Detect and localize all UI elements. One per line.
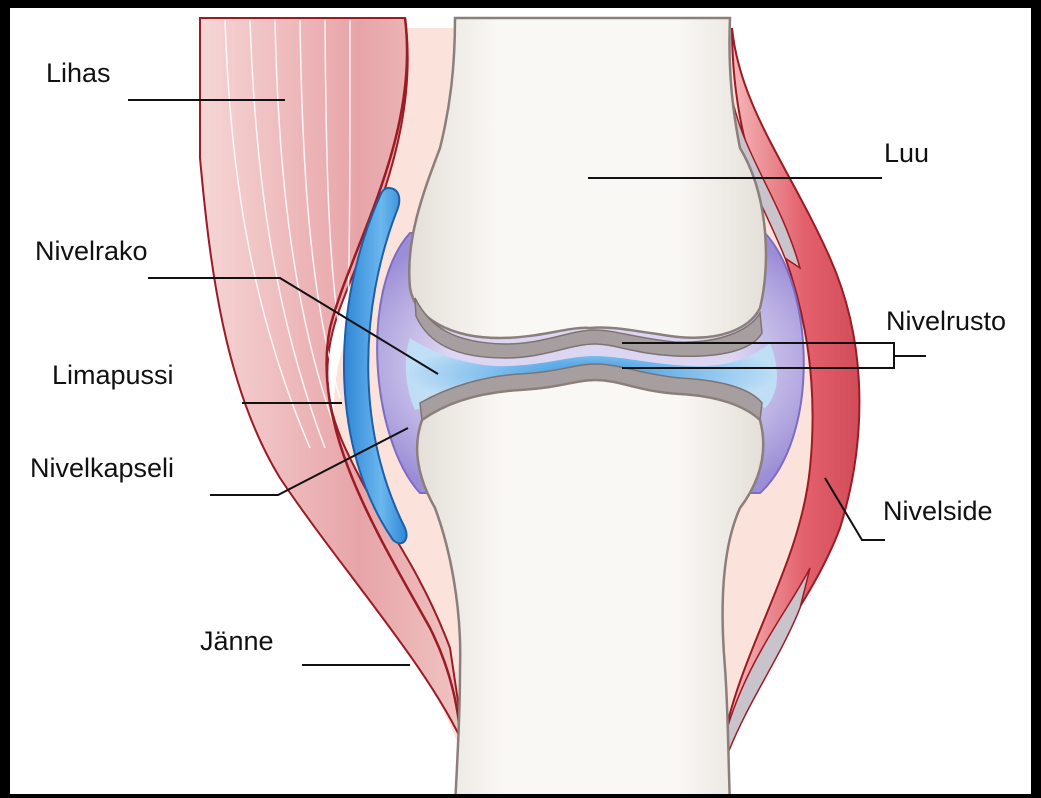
tibia-bone (417, 380, 763, 798)
label-joint-capsule: Nivelkapseli (30, 455, 174, 482)
label-joint-space: Nivelrako (35, 238, 148, 265)
label-ligament: Nivelside (883, 498, 993, 525)
label-bursa: Limapussi (52, 362, 174, 389)
label-cartilage: Nivelrusto (886, 308, 1006, 335)
label-bone: Luu (884, 140, 929, 167)
label-tendon: Jänne (200, 628, 274, 655)
knee-joint-illustration (10, 8, 1041, 798)
label-muscle: Lihas (46, 60, 111, 87)
